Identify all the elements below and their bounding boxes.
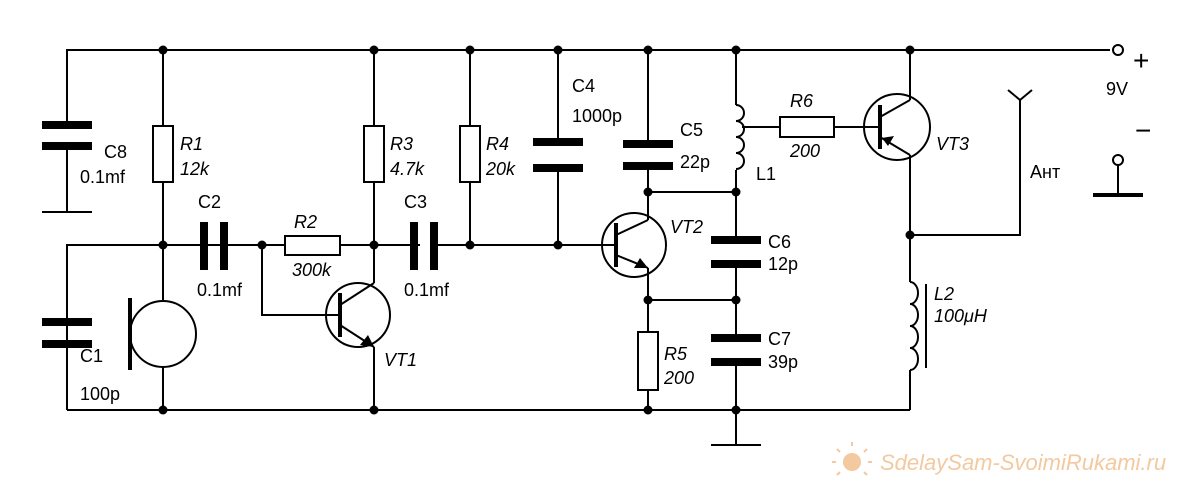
label-c6-ref: C6 — [768, 232, 791, 252]
wires — [42, 49, 1110, 446]
label-c5-value: 22p — [680, 152, 710, 172]
capacitor-c3 — [410, 222, 438, 270]
label-c6-value: 12p — [768, 254, 798, 274]
transistor-vt2 — [601, 212, 667, 278]
antenna-label: Ант — [1030, 162, 1060, 182]
resistor-r1 — [152, 125, 174, 183]
antenna-icon — [1007, 89, 1033, 101]
label-r1-value: 12k — [180, 159, 210, 179]
capacitor-c1 — [42, 318, 92, 410]
label-vt1-ref: VT1 — [384, 350, 417, 370]
label-c8-value: 0.1mf — [80, 167, 126, 187]
supply-plus-label: + — [1133, 45, 1149, 76]
label-l1-ref: L1 — [756, 164, 776, 184]
label-r1-ref: R1 — [180, 134, 203, 154]
label-r6-ref: R6 — [790, 91, 814, 111]
sun-icon — [832, 442, 872, 476]
label-c7-value: 39p — [768, 352, 798, 372]
microphone — [128, 298, 197, 370]
resistor-r4 — [459, 125, 481, 183]
capacitor-c4 — [533, 138, 583, 172]
capacitor-c5 — [623, 140, 673, 170]
label-c4-ref: C4 — [572, 76, 595, 96]
capacitor-c6 — [711, 236, 761, 268]
label-l2-value: 100μH — [934, 306, 988, 326]
watermark: SdelaySam-SvoimiRukami.ru — [832, 442, 1166, 476]
transistor-vt1 — [325, 282, 391, 348]
label-vt2-ref: VT2 — [670, 217, 703, 237]
capacitor-c7 — [711, 334, 761, 366]
capacitor-c8 — [42, 121, 92, 150]
label-c2-value: 0.1mf — [197, 280, 243, 300]
label-r6-value: 200 — [789, 141, 820, 161]
label-r5-value: 200 — [663, 368, 694, 388]
label-c1-value: 100p — [80, 384, 120, 404]
resistor-r3 — [363, 125, 385, 183]
resistor-r5 — [637, 331, 659, 391]
resistor-r2 — [284, 235, 341, 256]
label-vt3-ref: VT3 — [936, 134, 969, 154]
resistor-r6 — [779, 116, 835, 138]
watermark-text: SdelaySam-SvoimiRukami.ru — [880, 450, 1166, 475]
supply-minus-label: − — [1135, 115, 1151, 146]
label-r4-ref: R4 — [486, 134, 509, 154]
label-c3-value: 0.1mf — [404, 280, 450, 300]
capacitor-c2 — [200, 222, 228, 270]
label-r2-ref: R2 — [294, 212, 317, 232]
supply-voltage-label: 9V — [1106, 79, 1128, 99]
label-r5-ref: R5 — [664, 344, 688, 364]
junction-dots — [158, 45, 915, 415]
label-c5-ref: C5 — [680, 120, 703, 140]
label-c8-ref: C8 — [104, 142, 127, 162]
supply-terminals — [1093, 44, 1143, 197]
label-c2-ref: C2 — [198, 192, 221, 212]
inductor-l2 — [909, 281, 927, 371]
label-c1-ref: C1 — [80, 346, 103, 366]
label-r3-ref: R3 — [390, 134, 413, 154]
label-r3-value: 4.7k — [390, 159, 425, 179]
inductor-l1 — [735, 104, 745, 170]
label-l2-ref: L2 — [934, 284, 954, 304]
label-r2-value: 300k — [292, 260, 332, 280]
label-r4-value: 20k — [485, 159, 516, 179]
label-c3-ref: C3 — [404, 192, 427, 212]
label-c7-ref: C7 — [768, 329, 791, 349]
label-c4-value: 1000p — [572, 106, 622, 126]
transistor-vt3 — [863, 93, 931, 161]
